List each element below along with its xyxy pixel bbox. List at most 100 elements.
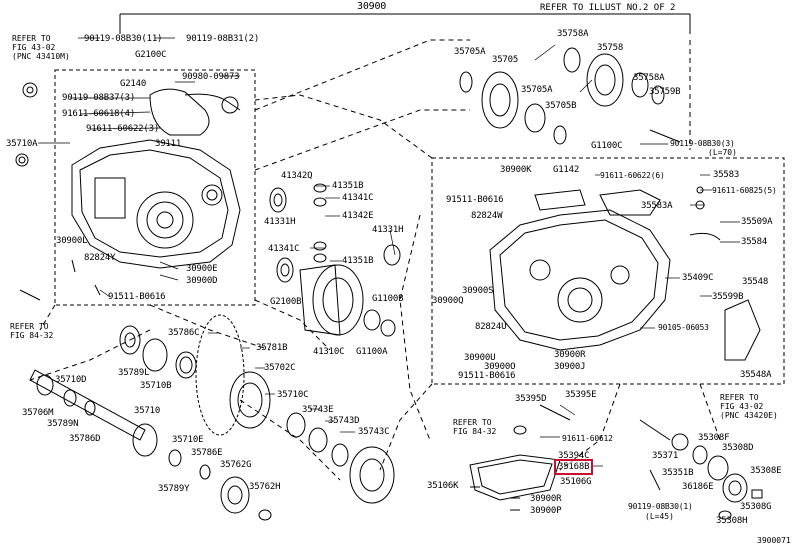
refer-note[interactable]: (PNC 43410M) (12, 52, 70, 61)
part-label[interactable]: 35106G (560, 477, 592, 487)
part-label[interactable]: 41342E (342, 211, 374, 221)
part-label[interactable]: 90119-08B30(1) (628, 502, 693, 511)
part-label[interactable]: 35710D (55, 375, 87, 385)
part-label[interactable]: 35786D (69, 434, 101, 444)
part-label[interactable]: 35548 (742, 277, 769, 287)
part-label[interactable]: G1100B (372, 294, 404, 304)
part-label[interactable]: 41351B (332, 181, 364, 191)
part-label[interactable]: 35705A (521, 85, 553, 95)
refer-note[interactable]: REFER TO (453, 418, 492, 427)
part-label[interactable]: 35789N (47, 419, 79, 429)
part-label[interactable]: 82824U (475, 322, 507, 332)
part-label[interactable]: 30900D (186, 276, 218, 286)
refer-note[interactable]: FIG 84-32 (453, 427, 497, 436)
part-label[interactable]: 39111 (155, 139, 182, 149)
part-label[interactable]: 35106K (427, 481, 459, 491)
part-label[interactable]: 30900K (500, 165, 532, 175)
refer-note[interactable]: REFER TO (10, 322, 49, 331)
part-label[interactable]: G2100B (270, 297, 302, 307)
refer-note[interactable]: REFER TO (720, 393, 759, 402)
part-label[interactable]: 35743C (358, 427, 390, 437)
part-label[interactable]: G2100C (135, 50, 167, 60)
part-label[interactable]: 35705B (545, 101, 577, 111)
part-label[interactable]: 90119-08B31(2) (186, 34, 260, 44)
part-label[interactable]: 35710B (140, 381, 172, 391)
refer-note[interactable]: FIG 43-02 (720, 402, 764, 411)
part-label[interactable]: G1100C (591, 141, 623, 151)
part-label[interactable]: 35702C (264, 363, 296, 373)
part-label[interactable]: 35789Y (158, 484, 190, 494)
part-label[interactable]: 90105-06053 (658, 323, 709, 332)
part-label[interactable]: 82824W (471, 211, 503, 221)
part-label[interactable]: 91611-60612 (562, 434, 613, 443)
part-label-highlighted[interactable]: 35168B (553, 459, 594, 475)
part-label[interactable]: 41331H (372, 225, 404, 235)
part-label[interactable]: 91511-B0616 (108, 292, 166, 302)
part-label[interactable]: 82824Y (84, 253, 116, 263)
part-label[interactable]: 35308G (740, 502, 772, 512)
part-label[interactable]: G1100A (356, 347, 388, 357)
part-label[interactable]: 35710E (172, 435, 204, 445)
part-label[interactable]: 35781B (256, 343, 288, 353)
part-label[interactable]: 41310C (313, 347, 345, 357)
part-label[interactable]: 30900U (464, 353, 496, 363)
part-label[interactable]: 90980-09873 (182, 72, 240, 82)
part-label[interactable]: 35762H (249, 482, 281, 492)
part-label[interactable]: 35786C (168, 328, 200, 338)
part-label[interactable]: 35599B (712, 292, 744, 302)
refer-note[interactable]: REFER TO (12, 34, 51, 43)
part-label[interactable]: 35308H (716, 516, 748, 526)
part-label[interactable]: 30900O (484, 362, 516, 372)
part-label[interactable]: 91511-B0616 (458, 371, 516, 381)
part-label[interactable]: 35743E (302, 405, 334, 415)
part-label[interactable]: 90119-08B37(3) (62, 93, 136, 103)
part-label[interactable]: 41342Q (281, 171, 313, 181)
part-label[interactable]: 35584 (741, 237, 768, 247)
part-label[interactable]: 35705 (492, 55, 519, 65)
part-label[interactable]: G1142 (553, 165, 580, 175)
part-label[interactable]: 35308D (722, 443, 754, 453)
part-label[interactable]: 30900R (554, 350, 586, 360)
part-label[interactable]: 35758A (633, 73, 665, 83)
part-label[interactable]: 41331H (264, 217, 296, 227)
part-label[interactable]: 30900P (530, 506, 562, 516)
part-label[interactable]: 35705A (454, 47, 486, 57)
part-label[interactable]: 35762G (220, 460, 252, 470)
part-label[interactable]: 35710 (134, 406, 161, 416)
part-label[interactable]: 35710A (6, 139, 38, 149)
part-label[interactable]: 35409C (682, 273, 714, 283)
part-label[interactable]: 41341C (268, 244, 300, 254)
part-label[interactable]: 35786E (191, 448, 223, 458)
part-label[interactable]: 35308F (698, 433, 730, 443)
part-label[interactable]: 35548A (740, 370, 772, 380)
part-label[interactable]: 91611-60825(5) (712, 186, 777, 195)
refer-note[interactable]: FIG 43-02 (12, 43, 56, 52)
part-label[interactable]: 35758 (597, 43, 624, 53)
part-label[interactable]: 35395E (565, 390, 597, 400)
part-label[interactable]: 35395D (515, 394, 547, 404)
part-label[interactable]: 35758A (557, 29, 589, 39)
part-label[interactable]: 35394C (558, 451, 590, 461)
part-label[interactable]: 35371 (652, 451, 679, 461)
part-label[interactable]: G2140 (120, 79, 147, 89)
part-label[interactable]: 36186E (682, 482, 714, 492)
part-label[interactable]: 35759B (649, 87, 681, 97)
part-label[interactable]: 30900R (530, 494, 562, 504)
length-note[interactable]: (L=70) (708, 148, 737, 157)
refer-note[interactable]: FIG 84-32 (10, 331, 54, 340)
part-label[interactable]: 90119-08B30(11) (84, 34, 163, 44)
part-label[interactable]: 41351B (342, 256, 374, 266)
part-label[interactable]: 91611-60618(4) (62, 109, 136, 119)
part-label[interactable]: 41341C (342, 193, 374, 203)
part-label[interactable]: 35308E (750, 466, 782, 476)
part-label[interactable]: 30900S (462, 286, 494, 296)
part-label[interactable]: 30900E (186, 264, 218, 274)
part-label[interactable]: 35583 (713, 170, 740, 180)
part-label[interactable]: 35789L (118, 368, 150, 378)
refer-note[interactable]: (PNC 43420E) (720, 411, 778, 420)
part-label[interactable]: 90119-08B30(3) (670, 139, 735, 148)
part-label[interactable]: 35743D (328, 416, 360, 426)
part-label[interactable]: 35706M (22, 408, 54, 418)
part-label[interactable]: 91611-60622(3) (86, 124, 160, 134)
part-label[interactable]: 30900J (554, 362, 586, 372)
